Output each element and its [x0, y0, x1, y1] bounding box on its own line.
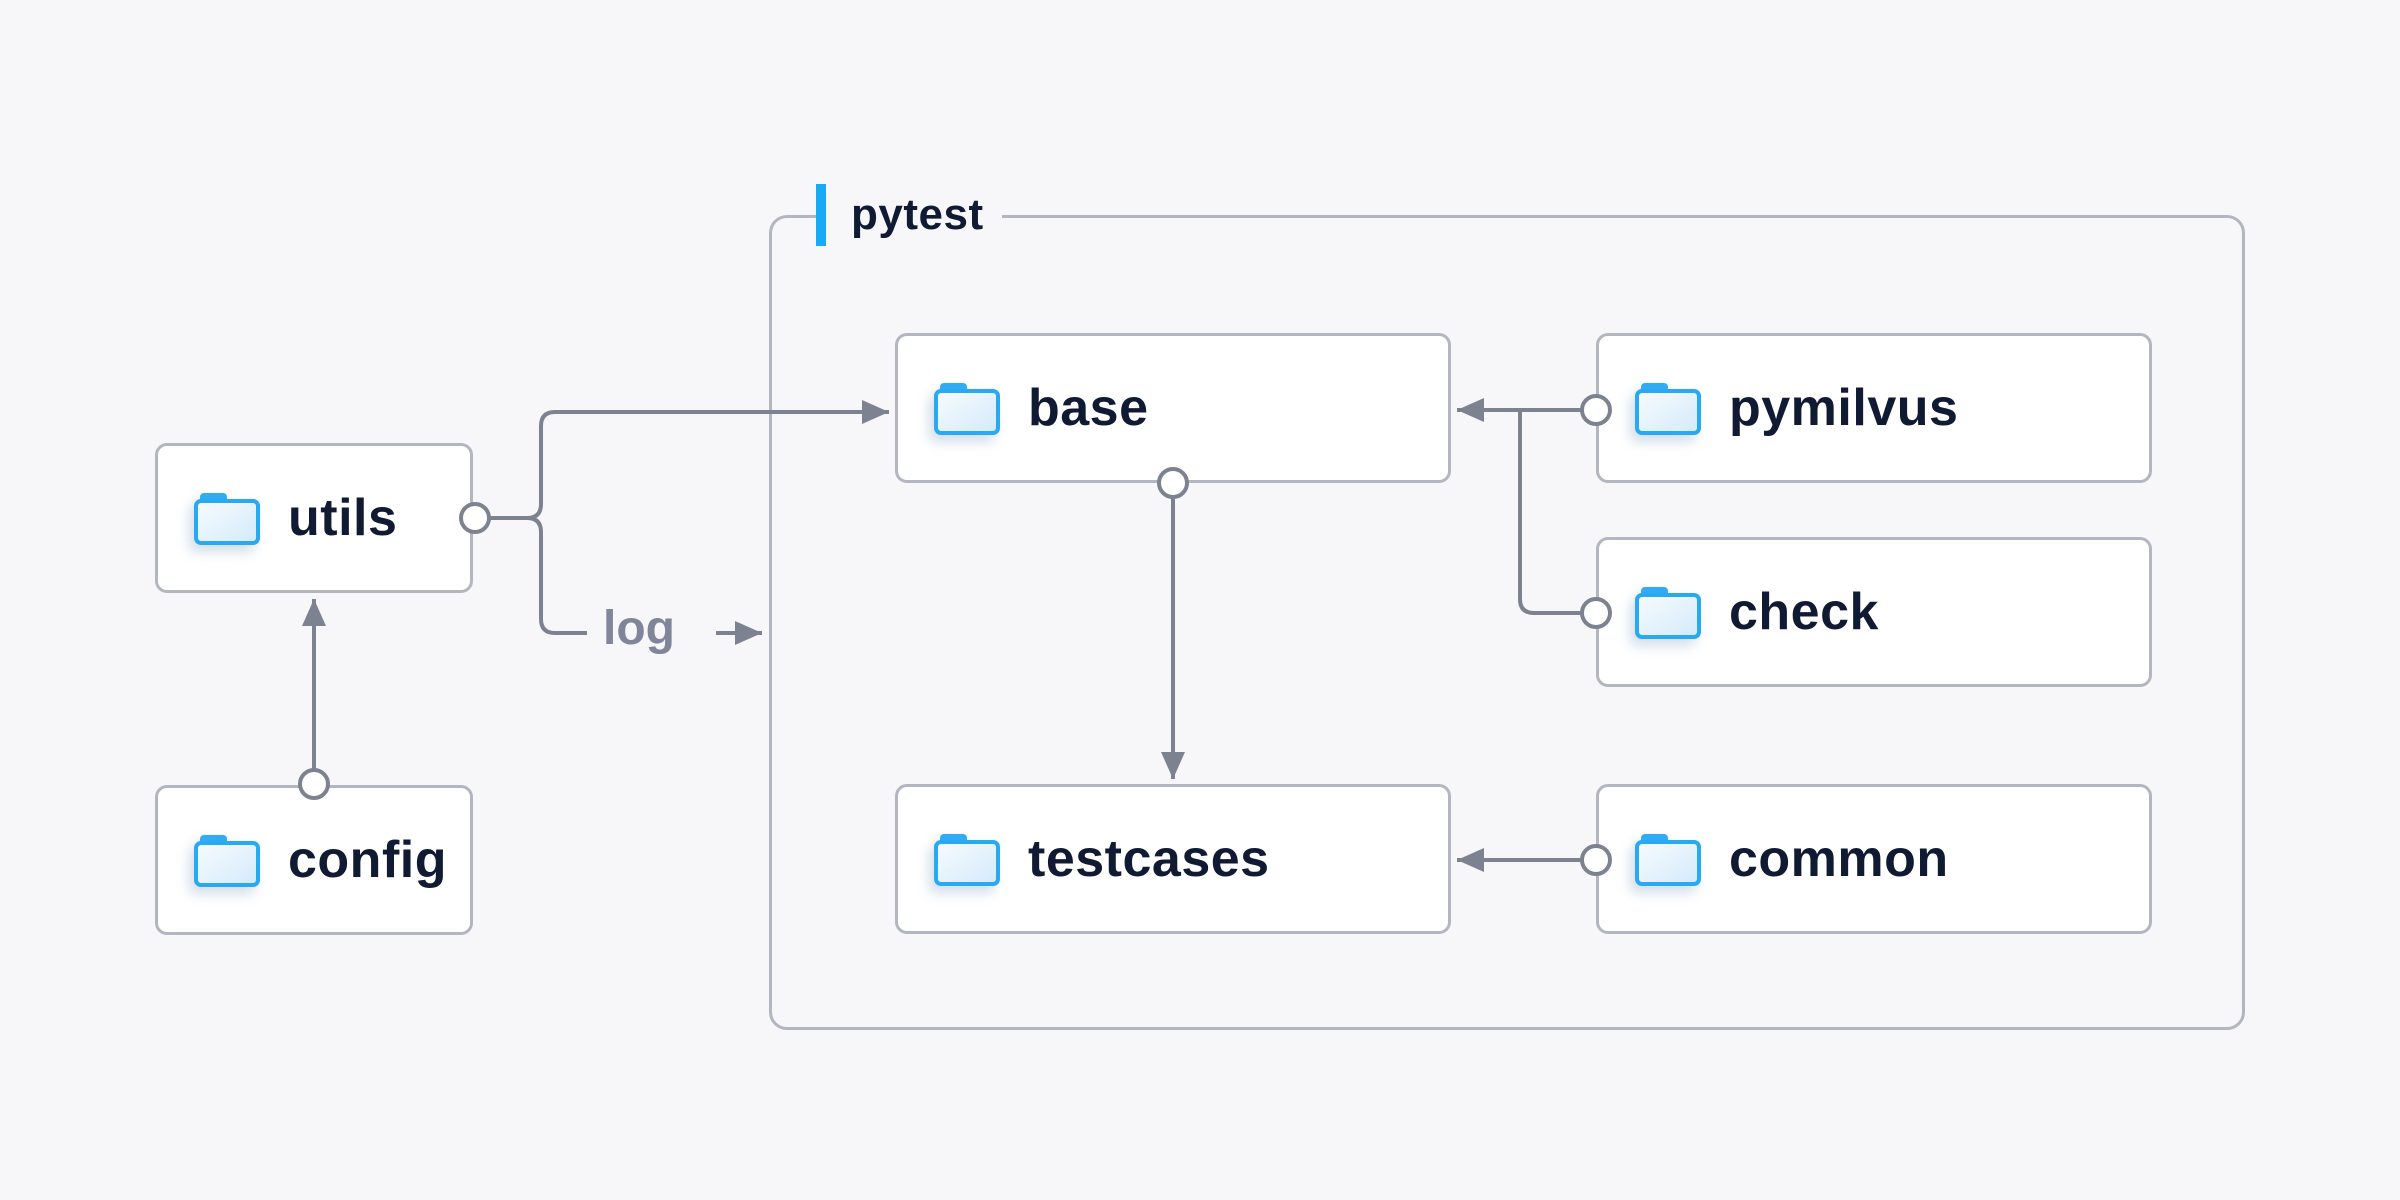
edge-utils-log	[526, 516, 587, 635]
accent-bar	[816, 184, 826, 246]
node-config-label: config	[288, 831, 447, 889]
node-base-label: base	[1028, 379, 1149, 437]
folder-icon	[1635, 587, 1701, 639]
node-pymilvus: pymilvus	[1596, 333, 2152, 483]
folder-icon	[934, 834, 1000, 886]
folder-icon	[934, 383, 1000, 435]
node-utils-label: utils	[288, 489, 398, 547]
folder-icon	[194, 835, 260, 887]
node-testcases-label: testcases	[1028, 830, 1270, 888]
node-pymilvus-label: pymilvus	[1729, 379, 1959, 437]
node-check: check	[1596, 537, 2152, 687]
folder-icon	[194, 493, 260, 545]
folder-icon	[1635, 383, 1701, 435]
node-common-label: common	[1729, 830, 1949, 888]
edge-label-log: log	[603, 602, 675, 656]
pytest-label: pytest	[816, 184, 1002, 246]
node-config: config	[155, 785, 473, 935]
node-check-label: check	[1729, 583, 1879, 641]
folder-icon	[1635, 834, 1701, 886]
node-utils: utils	[155, 443, 473, 593]
pytest-container	[769, 215, 2245, 1030]
node-common: common	[1596, 784, 2152, 934]
node-testcases: testcases	[895, 784, 1451, 934]
pytest-label-text: pytest	[851, 190, 984, 239]
node-base: base	[895, 333, 1451, 483]
